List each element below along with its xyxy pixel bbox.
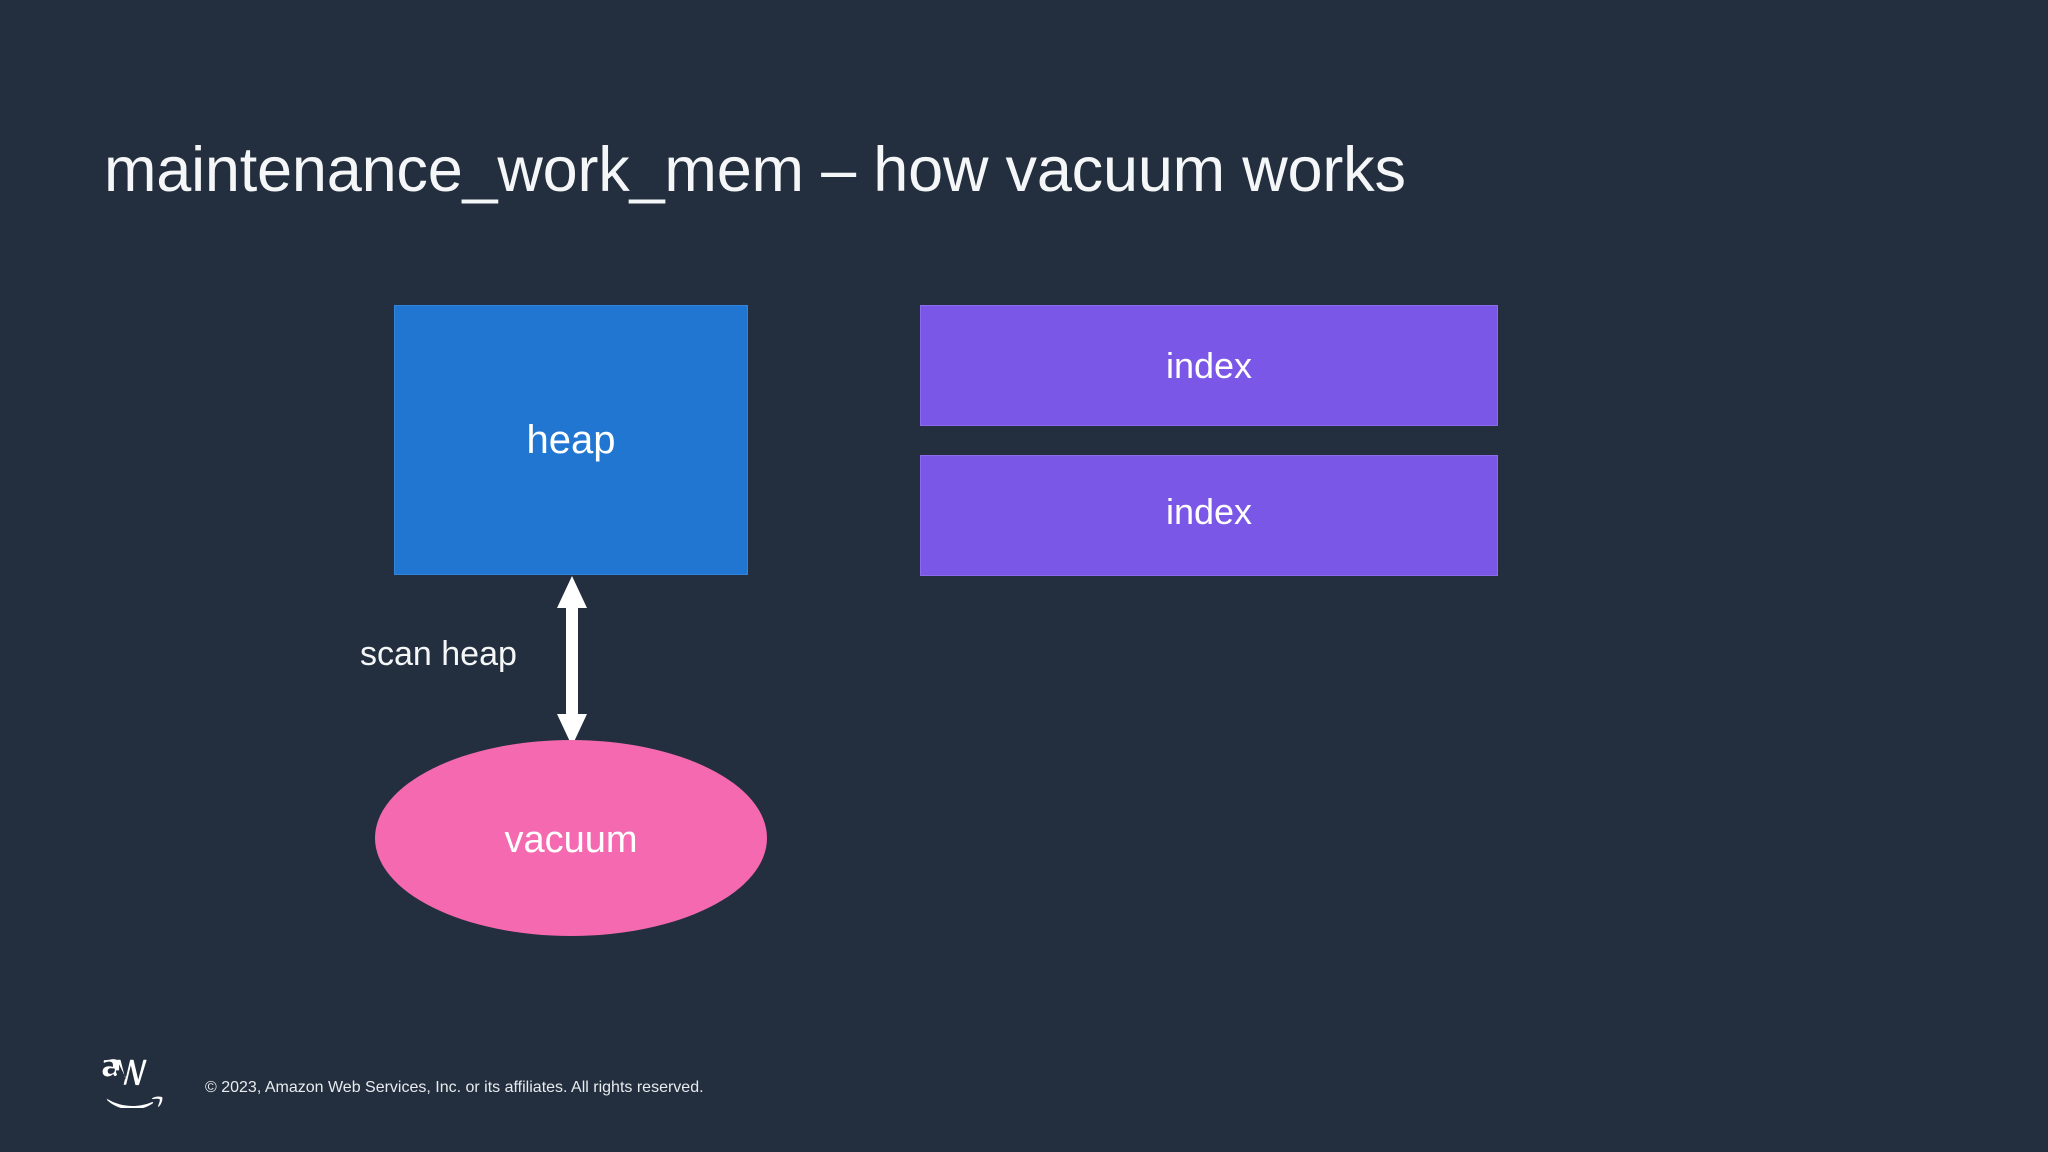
vacuum-ellipse[interactable]: vacuum (375, 740, 767, 936)
index-box-2[interactable]: index (920, 455, 1498, 576)
aws-logo-icon (99, 1058, 175, 1110)
vacuum-ellipse-label: vacuum (504, 819, 638, 861)
copyright-text: © 2023, Amazon Web Services, Inc. or its… (205, 1079, 704, 1096)
scan-heap-label: scan heap (360, 635, 517, 673)
page-title: maintenance_work_mem – how vacuum works (104, 135, 1406, 206)
index-box-1-label: index (1165, 344, 1253, 386)
scan-heap-double-arrow-icon (549, 575, 595, 747)
index-box-2-label: index (1165, 491, 1253, 532)
heap-box-label: heap (526, 418, 616, 462)
heap-box[interactable]: heap (394, 305, 748, 575)
index-box-1[interactable]: index (920, 305, 1498, 426)
